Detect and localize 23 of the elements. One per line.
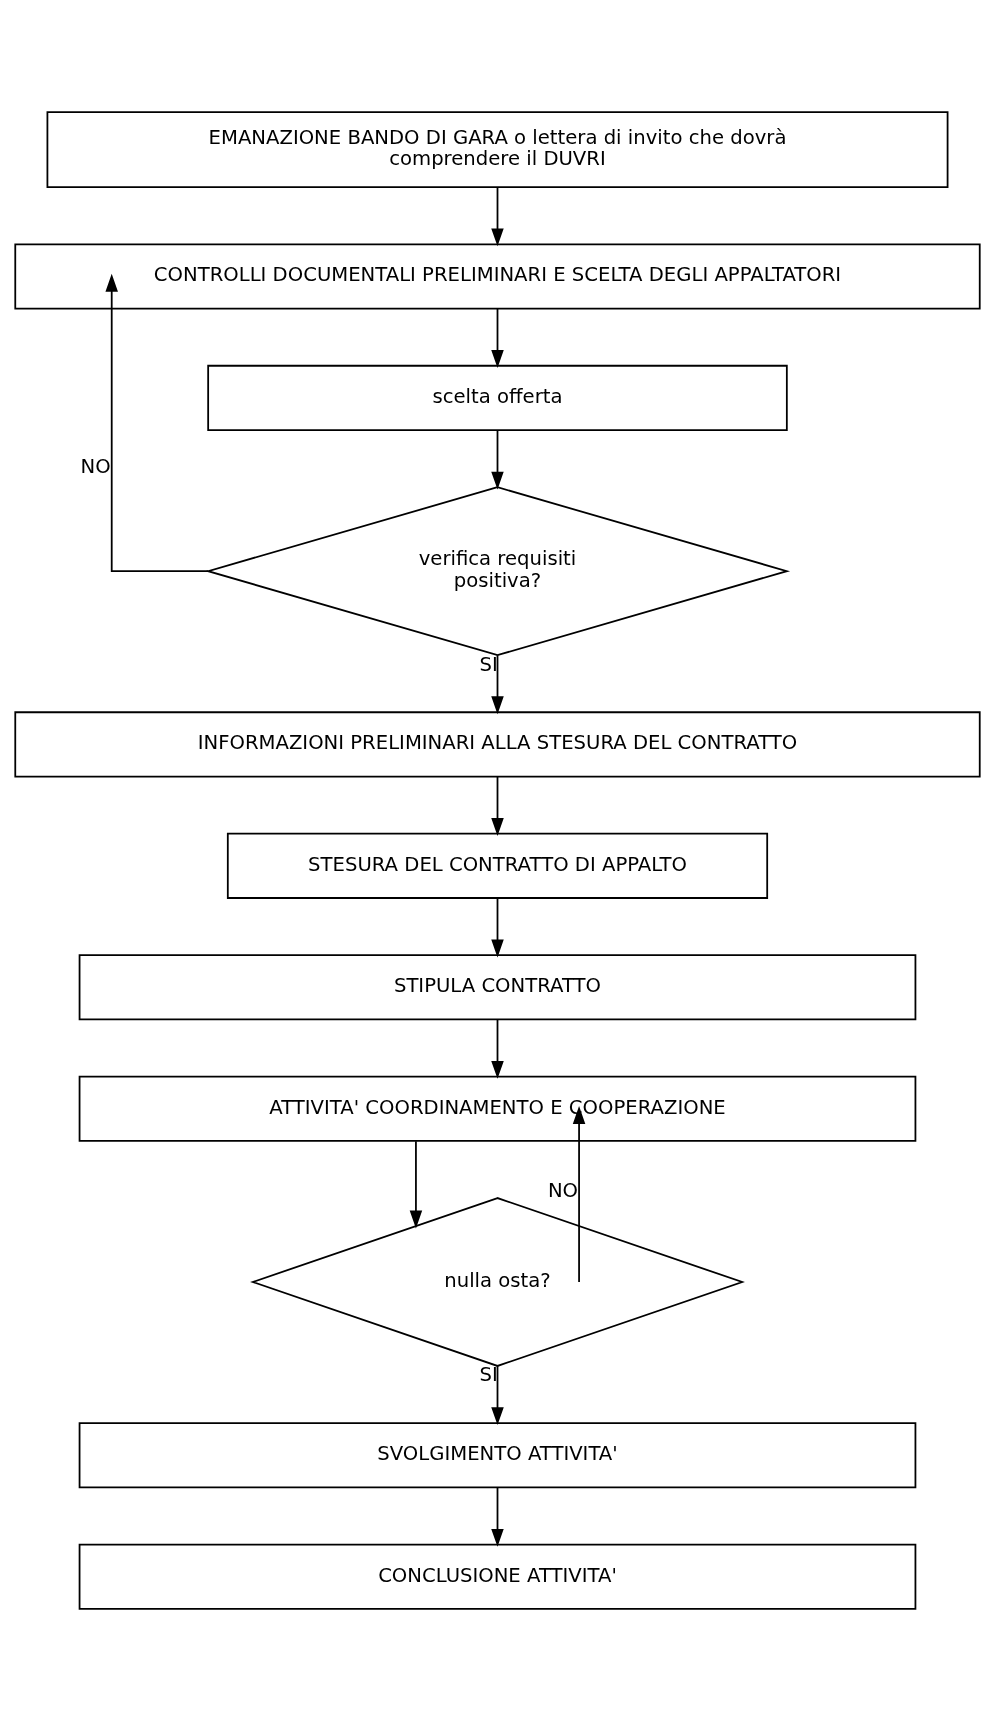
arrow [491, 307, 504, 368]
arrow [491, 653, 504, 714]
arrow [105, 273, 210, 572]
arrow [491, 186, 504, 246]
node-box: ATTIVITA' COORDINAMENTO E COOPERAZIONE [78, 1075, 917, 1142]
edge-label: NO [80, 454, 111, 478]
arrow [491, 775, 504, 836]
node-box: SVOLGIMENTO ATTIVITA' [78, 1421, 917, 1488]
arrow [491, 429, 504, 490]
arrow [409, 1139, 423, 1228]
node-box: STESURA DEL CONTRATTO DI APPALTO [226, 832, 769, 899]
arrow [491, 1364, 504, 1425]
node-diamond: nulla osta? [250, 1196, 745, 1367]
arrow [491, 1018, 504, 1079]
arrow [491, 897, 504, 957]
arrow [491, 1486, 504, 1547]
arrow [572, 1105, 586, 1283]
node-box: scelta offerta [207, 364, 788, 431]
node-box: CONCLUSIONE ATTIVITA' [78, 1543, 917, 1610]
node-box: INFORMAZIONI PRELIMINARI ALLA STESURA DEL CONTRATTO [14, 710, 981, 777]
node-box: STIPULA CONTRATTO [78, 953, 917, 1020]
node-box: EMANAZIONE BANDO DI GARA o lettera di invito che dovrà comprendere il DUVRI [46, 110, 949, 188]
node-box: CONTROLLI DOCUMENTALI PRELIMINARI E SCELTA DEGLI APPALTATORI [14, 242, 981, 309]
